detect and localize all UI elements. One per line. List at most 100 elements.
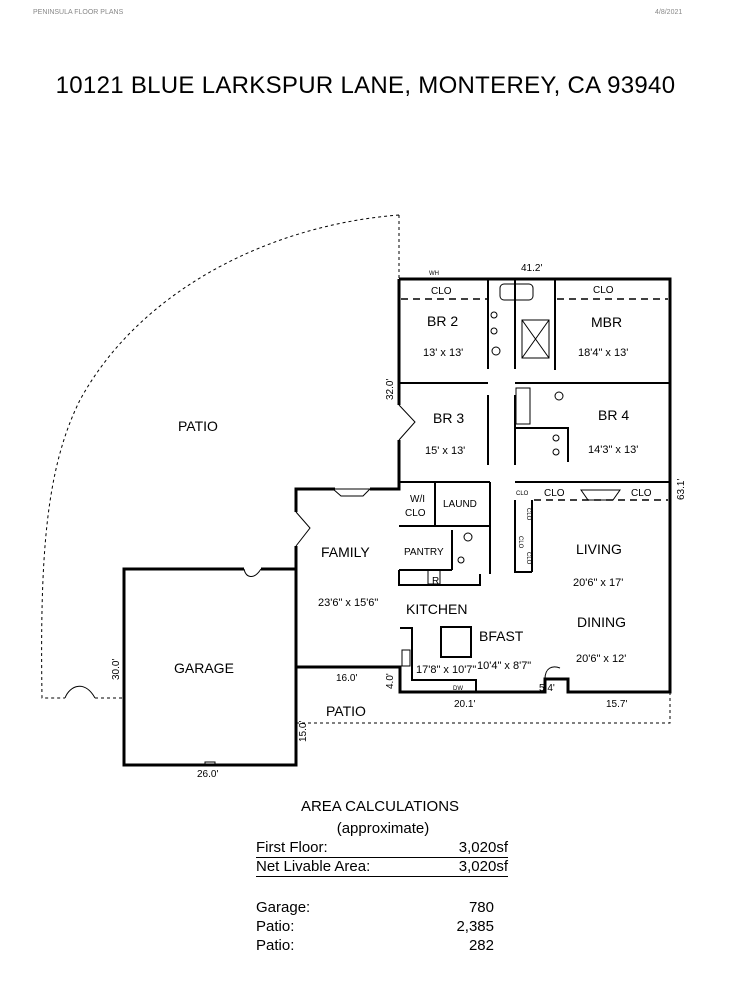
garage-door-marker	[204, 761, 216, 767]
closet-label-vertical: CLO	[525, 508, 531, 521]
patio-outline	[41, 214, 400, 699]
room-size-family: 23'6" x 15'6"	[318, 597, 378, 609]
room-name-kitchen: KITCHEN	[406, 601, 467, 617]
room-name-dining: DINING	[577, 614, 626, 630]
closet-label-vertical: CLO	[517, 536, 523, 549]
family-north-wall	[294, 487, 335, 512]
fireplace-icon	[331, 488, 372, 497]
sink-icon	[490, 327, 498, 335]
room-name-family: FAMILY	[321, 544, 370, 560]
area-value: 780	[468, 899, 494, 916]
west-wall-lower	[370, 440, 401, 491]
dimension-dining-run: 15.7'	[606, 699, 627, 710]
dimension-left-depth: 32.0'	[385, 379, 396, 400]
room-name-patio: PATIO	[178, 418, 218, 434]
area-row-patio: Patio: 282	[256, 936, 494, 955]
dimension-connector-depth: 4.0'	[385, 673, 396, 689]
company-name: PENINSULA FLOOR PLANS	[33, 9, 124, 16]
room-name-bfast: BFAST	[479, 628, 524, 644]
toilet-icon	[554, 391, 564, 401]
bathtub-icon	[515, 387, 531, 425]
room-name-garage: GARAGE	[174, 660, 234, 676]
room-size-mbr: 18'4" x 13'	[578, 347, 628, 359]
area-row-garage: Garage: 780	[256, 898, 494, 917]
area-label: Garage:	[256, 899, 311, 916]
dimension-garage-depth: 30.0'	[111, 659, 122, 680]
kitchen-counter	[398, 570, 481, 586]
shower-drain-icon	[521, 319, 550, 359]
area-label: Net Livable Area:	[256, 858, 371, 875]
br4-bath-wall	[515, 427, 569, 462]
stove-icon	[401, 649, 411, 667]
closet-label: CLO	[593, 285, 614, 296]
dimension-connector-width: 16.0'	[336, 673, 357, 684]
dimension-garage-width: 26.0'	[197, 769, 218, 780]
water-heater-label: WH	[429, 271, 439, 277]
closet-label: CLO	[631, 488, 652, 499]
toilet-icon	[463, 532, 473, 542]
utility-walls	[399, 482, 491, 574]
area-value: 2,385	[456, 918, 494, 935]
garage-wall	[122, 567, 298, 767]
room-name-walk-in-closet-line2: CLO	[405, 508, 426, 519]
room-name-living: LIVING	[576, 541, 622, 557]
area-value: 282	[468, 937, 494, 954]
room-name-pantry: PANTRY	[404, 547, 444, 558]
door-swing-icon	[64, 685, 96, 699]
closet-label: CLO	[544, 488, 565, 499]
room-size-br2: 13' x 13'	[423, 347, 463, 359]
room-name-br4: BR 4	[598, 407, 629, 423]
room-name-br2: BR 2	[427, 313, 458, 329]
area-label: Patio:	[256, 937, 295, 954]
room-name-front-patio: PATIO	[326, 703, 366, 719]
room-name-walk-in-closet-line1: W/I	[410, 494, 425, 505]
area-label: First Floor:	[256, 839, 328, 856]
area-row-net-livable: Net Livable Area: 3,020sf	[256, 857, 508, 877]
dimension-top-width: 41.2'	[521, 263, 542, 274]
room-name-mbr: MBR	[591, 314, 622, 330]
dimension-kitchen-run: 20.1'	[454, 699, 475, 710]
refrigerator-box	[427, 569, 441, 585]
kitchen-lower-counter	[400, 627, 477, 692]
sink-icon	[490, 311, 498, 319]
area-row-patio: Patio: 2,385	[256, 917, 494, 936]
refrigerator-label: R	[432, 576, 439, 587]
sink-icon	[457, 556, 465, 564]
toilet-icon	[491, 346, 501, 356]
dimension-right-depth: 63.1'	[676, 479, 687, 500]
plan-date: 4/8/2021	[655, 9, 683, 16]
fireplace-icon	[580, 489, 621, 501]
kitchen-island	[440, 626, 472, 658]
closet-label: CLO	[431, 286, 452, 297]
area-subtitle: (approximate)	[336, 820, 430, 837]
property-address-title: 10121 BLUE LARKSPUR LANE, MONTEREY, CA 9…	[55, 72, 676, 99]
house-exterior-wall	[296, 277, 672, 694]
area-row-first-floor: First Floor: 3,020sf	[256, 838, 508, 858]
room-size-living: 20'6" x 17'	[573, 577, 623, 589]
dishwasher-label: DW	[453, 686, 463, 692]
closet-column	[514, 500, 533, 573]
room-name-br3: BR 3	[433, 410, 464, 426]
room-size-dining: 20'6" x 12'	[576, 653, 626, 665]
room-size-br3: 15' x 13'	[425, 445, 465, 457]
area-value: 3,020sf	[458, 839, 508, 856]
door-swing-icon	[544, 666, 561, 680]
door-swing-icon	[295, 404, 416, 547]
bathtub-icon	[499, 283, 534, 301]
area-value: 3,020sf	[458, 858, 508, 875]
area-title: AREA CALCULATIONS	[300, 798, 460, 815]
closet-label-vertical: CLO	[525, 552, 531, 565]
room-size-bfast: 10'4" x 8'7"	[477, 660, 531, 672]
shower-icon	[521, 319, 550, 359]
sink-icon	[552, 448, 560, 456]
closet-label: CLO	[516, 491, 529, 497]
room-size-kitchen: 17'8" x 10'7"	[416, 664, 476, 676]
sink-icon	[552, 434, 560, 442]
front-patio-outline	[296, 692, 671, 724]
dimension-patio-depth: 15.0'	[298, 721, 309, 742]
door-swing-icon	[243, 568, 262, 577]
dimension-step-width: 5.4'	[539, 683, 555, 694]
room-size-br4: 14'3" x 13'	[588, 444, 638, 456]
